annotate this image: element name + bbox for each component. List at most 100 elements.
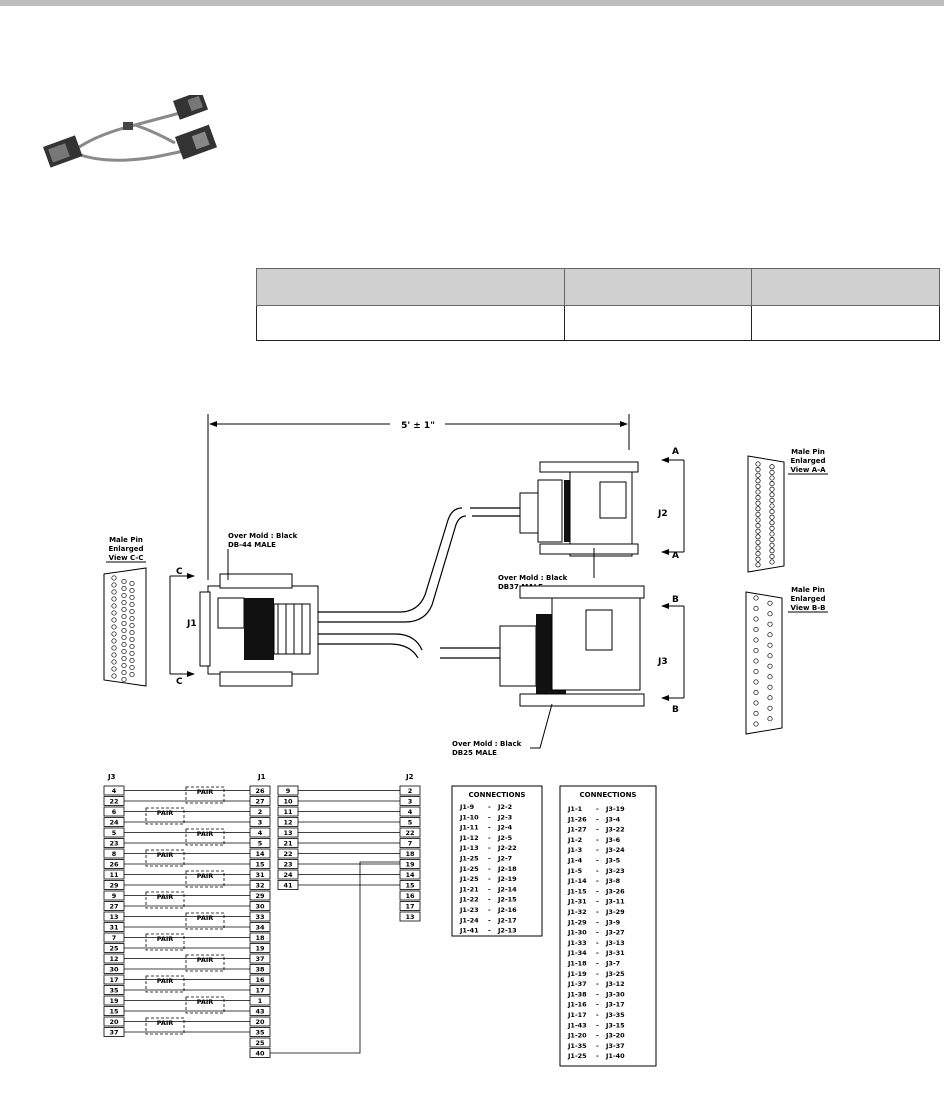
j3-mold-line2: DB25 MALE <box>452 749 497 757</box>
j3-pin: 9 <box>103 890 125 901</box>
svg-text:J1-3: J1-3 <box>567 846 582 854</box>
connection-row: J1-10-J2-3 <box>459 813 512 821</box>
connections-j2-table: CONNECTIONS J1-9-J2-2J1-10-J2-3J1-11-J2-… <box>451 785 543 937</box>
j1-connector: J1 C C Over Mold : Black DB-44 MALE <box>169 532 319 687</box>
svg-text:26: 26 <box>109 861 119 869</box>
pair-box <box>145 1017 185 1035</box>
svg-text:-: - <box>596 815 599 823</box>
connection-row: J1-43-J3-15 <box>567 1021 625 1029</box>
j2-section-bottom: A <box>672 551 679 561</box>
j3-pin: 26 <box>103 859 125 869</box>
svg-text:J3-27: J3-27 <box>605 929 625 937</box>
connection-row: J1-4-J3-5 <box>567 857 621 865</box>
j1-pin: 2 <box>249 806 271 817</box>
svg-text:J3-11: J3-11 <box>605 898 625 906</box>
svg-text:-: - <box>488 916 491 924</box>
svg-text:25: 25 <box>109 945 119 953</box>
svg-text:-: - <box>596 846 599 854</box>
j2-pin: 7 <box>399 838 421 848</box>
svg-text:-: - <box>488 927 491 935</box>
svg-text:-: - <box>596 929 599 937</box>
connection-row: J1-1-J3-19 <box>567 805 625 813</box>
j1-pin: 22 <box>277 848 299 859</box>
svg-text:40: 40 <box>255 1050 265 1058</box>
svg-text:J2-5: J2-5 <box>497 834 513 842</box>
j1-pin: 23 <box>277 859 299 869</box>
j1-pin: 10 <box>277 796 299 806</box>
svg-text:35: 35 <box>109 987 119 995</box>
j1-pin: 30 <box>249 901 271 911</box>
svg-text:15: 15 <box>109 1008 119 1016</box>
svg-text:3: 3 <box>258 819 263 827</box>
svg-text:-: - <box>488 803 491 811</box>
svg-text:J2-7: J2-7 <box>497 855 512 863</box>
svg-text:Male Pin: Male Pin <box>791 586 825 594</box>
svg-text:11: 11 <box>109 871 119 879</box>
svg-text:J1-19: J1-19 <box>567 970 587 978</box>
svg-text:-: - <box>596 980 599 988</box>
j3-pin: 35 <box>103 985 125 995</box>
top-rule <box>0 0 944 6</box>
svg-text:10: 10 <box>283 798 293 806</box>
svg-text:J1-38: J1-38 <box>567 990 587 998</box>
svg-text:-: - <box>596 990 599 998</box>
view-c-c: Male Pin Enlarged View C-C <box>103 536 147 687</box>
j3-pin: 5 <box>103 827 125 838</box>
j1-mold-line2: DB-44 MALE <box>228 541 276 549</box>
svg-text:4: 4 <box>112 787 117 795</box>
j3-pin: 30 <box>103 964 125 974</box>
j1-pin: 18 <box>249 932 271 943</box>
svg-text:-: - <box>596 1042 599 1050</box>
connection-row: J1-25-J2-7 <box>459 855 512 863</box>
pair-label: PAIR <box>197 788 214 796</box>
spec-header-3 <box>751 268 940 306</box>
connection-row: J1-35-J3-37 <box>567 1042 625 1050</box>
svg-text:4: 4 <box>258 829 263 837</box>
svg-text:18: 18 <box>255 934 265 942</box>
svg-text:J1-35: J1-35 <box>567 1042 587 1050</box>
j2-mold-line1: Over Mold : Black <box>498 574 568 582</box>
j3-pin: 4 <box>103 785 125 796</box>
svg-text:19: 19 <box>255 945 265 953</box>
svg-text:J1-25: J1-25 <box>567 1052 587 1060</box>
length-label: 5' ± 1" <box>401 421 435 431</box>
svg-text:J1-33: J1-33 <box>567 939 587 947</box>
svg-text:35: 35 <box>255 1029 265 1037</box>
pair-label: PAIR <box>157 1019 174 1027</box>
svg-text:J1-5: J1-5 <box>567 867 583 875</box>
svg-text:J1-25: J1-25 <box>459 865 479 873</box>
svg-text:-: - <box>596 805 599 813</box>
pair-box <box>145 807 185 825</box>
j1-pin: 21 <box>277 838 299 848</box>
connection-row: J1-13-J2-22 <box>459 844 517 852</box>
j1-section-bottom: C <box>176 677 183 687</box>
svg-text:7: 7 <box>408 840 413 848</box>
svg-text:20: 20 <box>255 1018 265 1026</box>
j1-pin: 25 <box>249 1037 271 1048</box>
j1-pin: 31 <box>249 869 271 880</box>
j1-pin: 43 <box>249 1006 271 1016</box>
svg-text:J1-40: J1-40 <box>605 1052 625 1060</box>
j3-pin: 22 <box>103 796 125 806</box>
svg-text:J3-9: J3-9 <box>605 918 621 926</box>
svg-text:J3-5: J3-5 <box>605 857 621 865</box>
svg-text:-: - <box>596 877 599 885</box>
j2-pin: 15 <box>399 880 421 890</box>
j1-pin: 1 <box>249 995 271 1006</box>
j2-pin: 3 <box>399 796 421 806</box>
svg-text:17: 17 <box>109 976 118 984</box>
j2-pin: 4 <box>399 806 421 817</box>
connection-row: J1-2-J3-6 <box>567 836 621 844</box>
svg-text:J1-14: J1-14 <box>567 877 587 885</box>
j3-section-top: B <box>672 595 679 605</box>
j2-pin: 14 <box>399 869 421 880</box>
svg-text:16: 16 <box>255 976 265 984</box>
svg-text:-: - <box>488 813 491 821</box>
j3-pin: 27 <box>103 901 125 911</box>
svg-text:J3-30: J3-30 <box>605 990 625 998</box>
cable-drawing: 5' ± 1" J1 C C Over Mold : Black DB-44 M… <box>103 414 828 1067</box>
pair-box <box>145 849 185 867</box>
svg-text:-: - <box>596 970 599 978</box>
pair-box <box>185 996 225 1014</box>
j1-pin: 15 <box>249 859 271 869</box>
